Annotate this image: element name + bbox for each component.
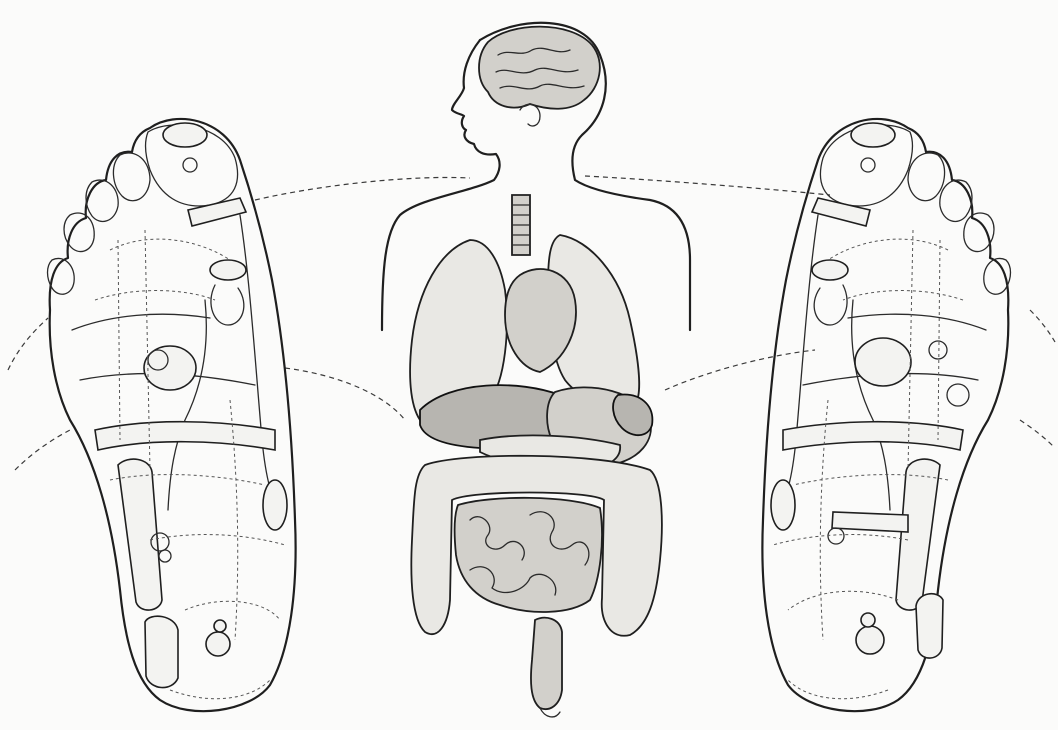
left-inner-line: [168, 300, 206, 510]
left-foot: [48, 119, 296, 711]
left-shoulder-band: [72, 314, 210, 330]
right-bladder-a: [828, 528, 844, 544]
right-pituitary-zone: [812, 260, 848, 280]
arc-upper-left: [255, 177, 470, 200]
right-inner-line: [852, 300, 890, 510]
arc-mid-left: [285, 368, 405, 420]
right-dashed-zone-1: [828, 239, 948, 260]
left-dashed-vert-2: [118, 240, 120, 440]
right-heel-circle-small: [861, 613, 875, 627]
left-heel-circle-small: [214, 620, 226, 632]
right-foot-outline: [762, 119, 1008, 711]
right-spine-line: [778, 215, 818, 510]
left-dashed-zone-5: [185, 601, 280, 620]
arc-outer-right-bottom: [1020, 420, 1055, 448]
right-waist-band: [783, 422, 963, 450]
right-toe-2: [908, 153, 945, 201]
left-neck-band: [188, 198, 246, 226]
left-heel-circle-large: [206, 632, 230, 656]
left-toe-point: [183, 158, 197, 172]
right-adrenal: [929, 341, 947, 359]
left-dashed-zone-1: [110, 239, 230, 260]
arc-outer-left-bottom: [15, 430, 70, 470]
right-dashed-vert-2: [938, 240, 940, 440]
right-toe-3: [940, 180, 972, 221]
left-dashed-zone-4: [150, 535, 285, 545]
right-hip-bar: [916, 594, 943, 658]
arc-upper-right: [585, 176, 830, 195]
left-dashed-zone-2: [95, 291, 215, 300]
left-waist-band: [95, 422, 275, 450]
left-thyroid-loop: [211, 285, 244, 325]
right-colon-bar: [832, 512, 908, 532]
right-dashed-zone-4: [773, 535, 908, 545]
arc-mid-right: [665, 350, 815, 390]
left-toe-5: [48, 258, 75, 294]
right-ureter-bar: [896, 459, 940, 610]
right-gall-point: [947, 384, 969, 406]
left-dashed-zone-6: [170, 680, 270, 699]
left-spine-line: [240, 215, 280, 510]
left-pituitary-zone: [210, 260, 246, 280]
left-intestine-zone: [263, 480, 287, 530]
left-big-toe-zone: [163, 123, 207, 147]
right-solar-plexus: [855, 338, 911, 386]
left-bladder-b: [159, 550, 171, 562]
arc-outer-left-top: [8, 318, 48, 370]
ear: [520, 104, 540, 126]
right-dashed-zone-5: [788, 591, 898, 610]
small-intestine: [455, 498, 602, 612]
right-neck-band: [812, 198, 870, 226]
right-thyroid-loop: [814, 285, 847, 325]
left-toe-2: [113, 153, 150, 201]
right-foot: [762, 119, 1010, 711]
right-big-toe-zone: [851, 123, 895, 147]
human-body: [382, 23, 690, 717]
right-dashed-zone-6: [788, 680, 888, 699]
right-toe-point: [861, 158, 875, 172]
brain: [479, 27, 600, 109]
right-toe-5: [984, 258, 1011, 294]
arc-outer-right-top: [1030, 310, 1055, 342]
right-shoulder-band: [848, 314, 986, 330]
left-hip-bar: [145, 616, 178, 687]
right-dashed-zone-2: [843, 291, 963, 300]
right-intestine-zone: [771, 480, 795, 530]
rectum: [531, 618, 562, 709]
right-heel-circle-large: [856, 626, 884, 654]
left-toe-3: [86, 180, 118, 221]
